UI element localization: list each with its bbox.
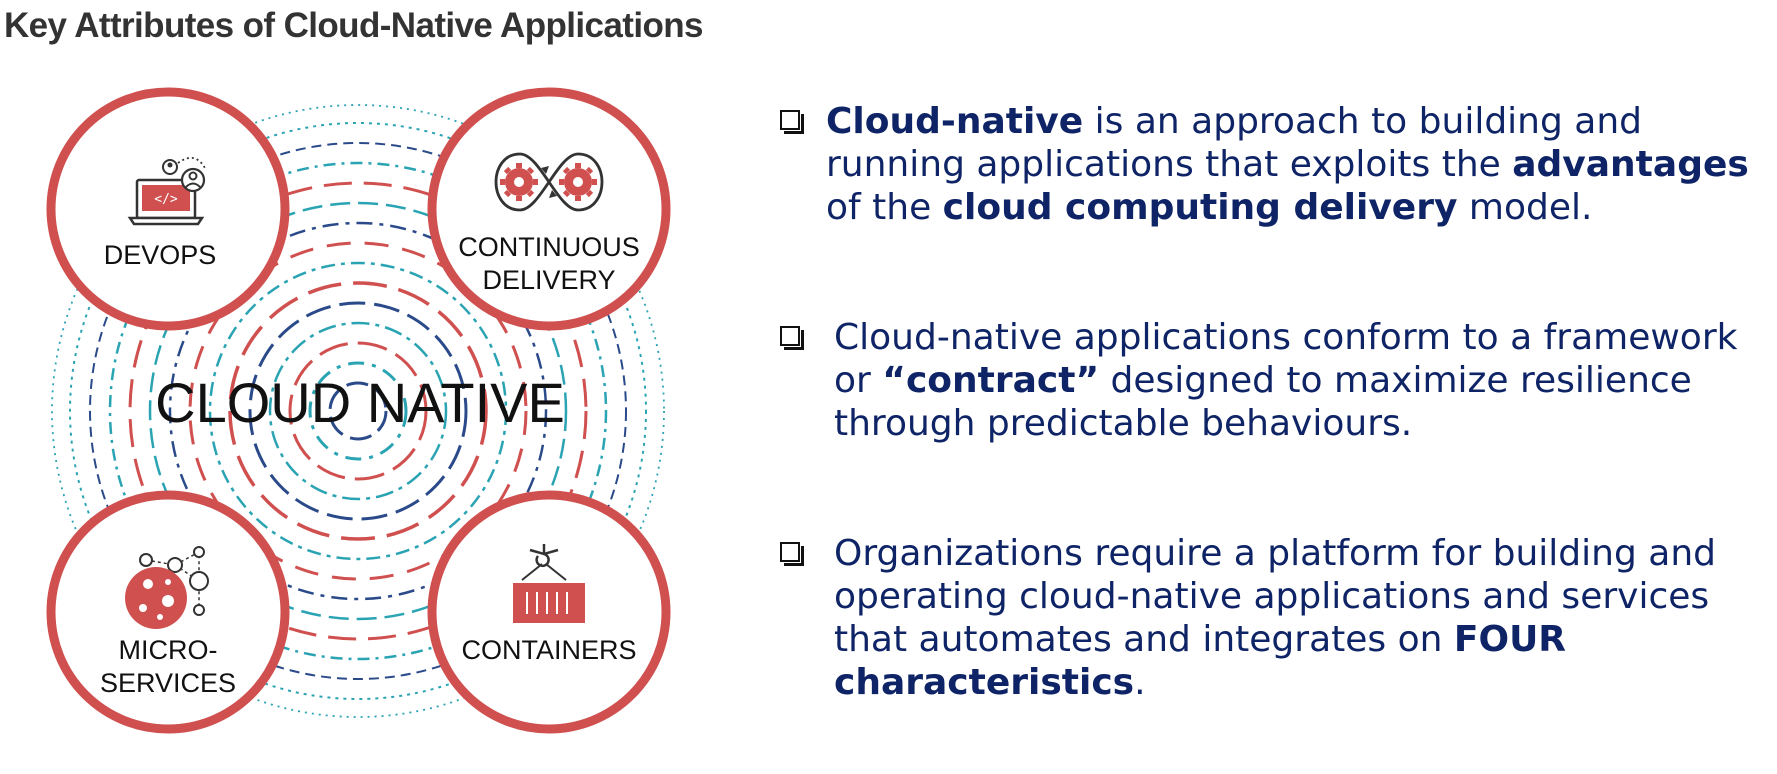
ring <box>69 122 647 700</box>
ring <box>248 301 468 521</box>
microservices-circle: MICRO- SERVICES <box>46 490 290 734</box>
checkbox-bullet-icon <box>780 542 804 566</box>
bullet-line: running applications that exploits the a… <box>826 143 1749 186</box>
bullet-line: characteristics. <box>834 661 1716 704</box>
ring <box>268 321 448 501</box>
bold-phrase: characteristics <box>834 662 1135 703</box>
micro-label: MICRO- <box>119 635 218 665</box>
ring <box>148 201 568 621</box>
checkbox-bullet-icon <box>780 326 804 350</box>
devops-label: DEVOPS <box>104 240 217 270</box>
containers-label: CONTAINERS <box>461 635 636 665</box>
bullet-line: operating cloud-native applications and … <box>834 575 1716 618</box>
services-label: SERVICES <box>100 668 236 698</box>
text-run: or <box>834 360 883 401</box>
concentric-rings <box>51 104 665 718</box>
ring <box>168 221 548 601</box>
ring <box>89 142 627 680</box>
devops-circle: </> DEVOPS <box>46 87 290 331</box>
bullet-text: Cloud-native is an approach to building … <box>826 100 1749 229</box>
bullet-line: of the cloud computing delivery model. <box>826 186 1749 229</box>
bold-phrase: “contract” <box>882 360 1100 401</box>
bullet-line: or “contract” designed to maximize resil… <box>834 359 1737 402</box>
continuous-delivery-circle: CONTINUOUS DELIVERY <box>427 87 671 331</box>
continuous-label: CONTINUOUS <box>458 232 640 262</box>
ring <box>208 261 508 561</box>
ring <box>128 181 588 641</box>
bullet-text: Cloud-native applications conform to a f… <box>834 316 1737 445</box>
bold-phrase: cloud computing delivery <box>942 187 1458 228</box>
ring <box>51 104 665 718</box>
text-run: Cloud-native applications conform to a f… <box>834 317 1738 358</box>
laptop-code-icon: </> <box>127 156 207 226</box>
text-run: of the <box>826 187 943 228</box>
bold-phrase: advantages <box>1512 144 1749 185</box>
ring <box>288 341 428 481</box>
center-label: CLOUD NATIVE <box>155 371 565 434</box>
bullet-line: that automates and integrates on FOUR <box>834 618 1716 661</box>
container-crane-icon <box>513 544 585 623</box>
ring <box>108 161 608 661</box>
microservices-icon <box>125 546 209 629</box>
delivery-label: DELIVERY <box>482 265 615 295</box>
text-run: through predictable behaviours. <box>834 403 1413 444</box>
bullet-line: Organizations require a platform for bui… <box>834 532 1716 575</box>
bullet-line: Cloud-native applications conform to a f… <box>834 316 1737 359</box>
bullet-text: Organizations require a platform for bui… <box>834 532 1716 704</box>
svg-text:</>: </> <box>154 192 178 207</box>
bold-phrase: FOUR <box>1453 619 1567 660</box>
checkbox-bullet-icon <box>780 110 804 134</box>
bullet-line: Cloud-native is an approach to building … <box>826 100 1749 143</box>
text-run: is an approach to building and <box>1083 101 1643 142</box>
text-run: operating cloud-native applications and … <box>834 576 1710 617</box>
ring <box>228 281 488 541</box>
ring <box>308 361 408 461</box>
bullet-line: through predictable behaviours. <box>834 402 1737 445</box>
bold-phrase: Cloud-native <box>826 101 1084 142</box>
text-run: model. <box>1457 187 1593 228</box>
text-run: designed to maximize resilience <box>1099 360 1692 401</box>
page-title: Key Attributes of Cloud-Native Applicati… <box>4 6 703 45</box>
text-run: that automates and integrates on <box>834 619 1454 660</box>
cloud-native-diagram: CLOUD NATIVE </> DEVOPS <box>46 87 671 734</box>
text-run: Organizations require a platform for bui… <box>834 533 1716 574</box>
containers-circle: CONTAINERS <box>427 490 671 734</box>
text-run: running applications that exploits the <box>826 144 1513 185</box>
ring <box>188 241 528 581</box>
gears-loop-icon <box>494 152 604 212</box>
ring <box>328 381 388 441</box>
text-run: . <box>1134 662 1146 703</box>
